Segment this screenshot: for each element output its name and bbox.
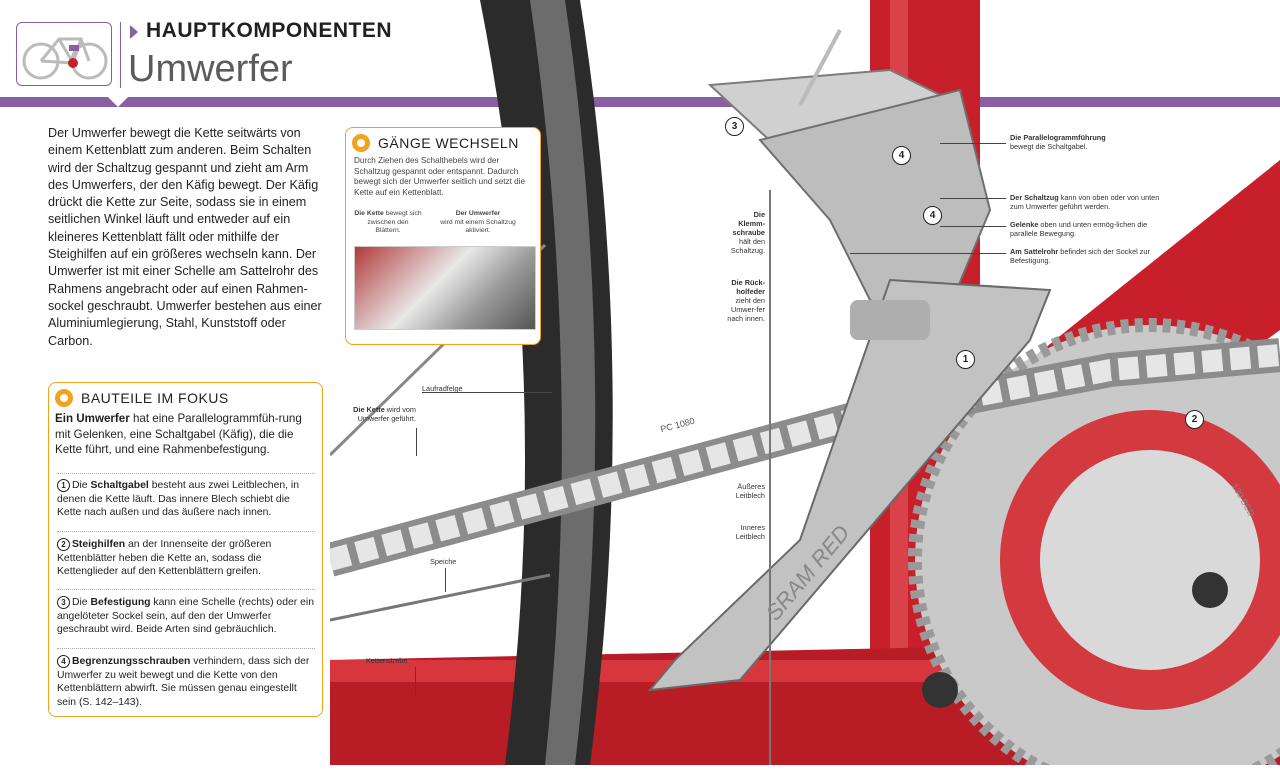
derailleur-photo: 1 2 3 4 4 SRAM RED PC 1080 130 BCD Die P… [325, 0, 1280, 770]
label-kette-rest: wird vom Umwerfer geführt. [357, 405, 416, 423]
leader-line [422, 392, 552, 393]
leader-line [445, 568, 446, 592]
title-arrow-icon [130, 25, 138, 39]
label-klemm-rest: hält den Schaltzug. [730, 237, 765, 255]
gaenge-wechseln-box: GÄNGE WECHSELN Durch Ziehen des Schalthe… [345, 127, 541, 345]
gear-change-image [354, 246, 536, 330]
label-kette: Die Kette wird vom Umwerfer geführt. [350, 405, 416, 423]
label-speiche: Speiche [430, 557, 457, 566]
label-schaltzug-rest: kann von oben oder von unten zum Umwerfe… [1010, 193, 1160, 211]
label-rueckholfeder: Die Rück-holfeder zieht den Umwer-fer na… [725, 278, 765, 323]
box-header: GÄNGE WECHSELN [352, 134, 519, 152]
title-rule [120, 22, 121, 88]
item-bold: Schaltgabel [90, 480, 149, 491]
label-kettenstrebe: Kettenstrebe [366, 656, 408, 665]
leader-line [415, 667, 416, 695]
gear-icon [352, 134, 370, 152]
label-kette-bold: Die Kette [353, 405, 385, 414]
item-bold: Begrenzungsschrauben [72, 656, 191, 667]
label-schaltzug-bold: Der Schaltzug [1010, 193, 1059, 202]
item-rest: an der Innenseite der größeren Kettenblä… [57, 539, 272, 577]
separator [57, 531, 315, 532]
label-gelenke: Gelenke oben und unten ermög-lichen die … [1010, 220, 1150, 238]
section-title: HAUPTKOMPONENTEN [146, 19, 393, 42]
item-number: 4 [57, 655, 70, 668]
mini-label-kette: Die Kette bewegt sich zwischen den Blätt… [354, 210, 422, 236]
item-bold: Steighilfen [72, 539, 126, 550]
badge-2: 2 [1185, 410, 1204, 429]
item-rest: kann eine Schelle (rechts) oder ein ange… [57, 597, 314, 635]
label-parallelogramm-bold: Die Parallelogrammführung [1010, 133, 1106, 142]
badge-4-upper: 4 [892, 146, 911, 165]
mini-label-kette-rest: bewegt sich zwischen den Blättern. [367, 210, 422, 234]
item-number: 3 [57, 596, 70, 609]
badge-1: 1 [956, 350, 975, 369]
item-pre: Die [72, 480, 91, 491]
leader-line [416, 428, 417, 456]
label-klemm-bold: Die Klemm-schraube [732, 210, 765, 237]
gear-icon [55, 389, 73, 407]
leader-line [850, 253, 1006, 254]
item-number: 2 [57, 538, 70, 551]
label-rueck-bold: Die Rück-holfeder [731, 278, 765, 296]
header-band [0, 97, 1280, 107]
label-klemmschraube: Die Klemm-schraube hält den Schaltzug. [725, 210, 765, 255]
box-lead-bold: Ein Umwerfer [55, 412, 130, 425]
label-gelenke-bold: Gelenke [1010, 220, 1039, 229]
label-aeusseres-leitblech: Äußeres Leitblech [735, 482, 765, 500]
box-lead: Ein Umwerfer hat eine Parallelogrammfüh-… [55, 411, 317, 458]
leader-line [940, 143, 1006, 144]
label-laufradfelge: Laufradfelge [422, 384, 463, 393]
bike-icon [16, 22, 112, 86]
box-title: BAUTEILE IM FOKUS [81, 390, 229, 406]
leader-line [940, 226, 1006, 227]
separator [57, 648, 315, 649]
box-title: GÄNGE WECHSELN [378, 135, 519, 151]
intro-text: Der Umwerfer bewegt die Kette seitwärts … [48, 126, 322, 348]
label-parallelogramm: Die Parallelogrammführung bewegt die Sch… [1010, 133, 1160, 151]
label-sattelrohr: Am Sattelrohr befindet sich der Sockel z… [1010, 247, 1150, 265]
mini-label-umwerfer-bold: Der Umwerfer [455, 210, 501, 217]
label-sattelrohr-rest: befindet sich der Sockel zur Befestigung… [1010, 247, 1150, 265]
separator [57, 589, 315, 590]
mini-label-kette-bold: Die Kette [354, 210, 384, 217]
label-schaltzug: Der Schaltzug kann von oben oder von unt… [1010, 193, 1160, 211]
box-text: Durch Ziehen des Schalthebels wird der S… [354, 156, 526, 197]
box-lead-rest: hat eine Parallelogrammfüh-rung mit Gele… [55, 412, 302, 456]
item-number: 1 [57, 479, 70, 492]
badge-4-lower: 4 [923, 206, 942, 225]
header-notch [108, 97, 128, 107]
label-sattelrohr-bold: Am Sattelrohr [1010, 247, 1059, 256]
mini-label-umwerfer-rest: wird mit einem Schaltzug aktiviert. [440, 218, 516, 235]
label-parallelogramm-rest: bewegt die Schaltgabel. [1010, 142, 1088, 151]
page-title: Umwerfer [128, 48, 293, 90]
item-rest: besteht aus zwei Leitblechen, in denen d… [57, 480, 299, 518]
item-bold: Befestigung [90, 597, 151, 608]
item-rest: verhindern, dass sich der Umwerfer zu we… [57, 656, 310, 708]
box-header: BAUTEILE IM FOKUS [55, 389, 229, 407]
badge-3: 3 [725, 117, 744, 136]
leader-line [940, 198, 1006, 199]
label-gelenke-rest: oben und unten ermög-lichen die parallel… [1010, 220, 1148, 238]
separator [57, 473, 315, 474]
item-pre: Die [72, 597, 91, 608]
label-rueck-rest: zieht den Umwer-fer nach innen. [727, 296, 765, 323]
bauteile-box: BAUTEILE IM FOKUS Ein Umwerfer hat eine … [48, 382, 323, 717]
label-inneres-leitblech: Inneres Leitblech [735, 523, 765, 541]
mini-label-umwerfer: Der Umwerfer wird mit einem Schaltzug ak… [434, 210, 522, 236]
